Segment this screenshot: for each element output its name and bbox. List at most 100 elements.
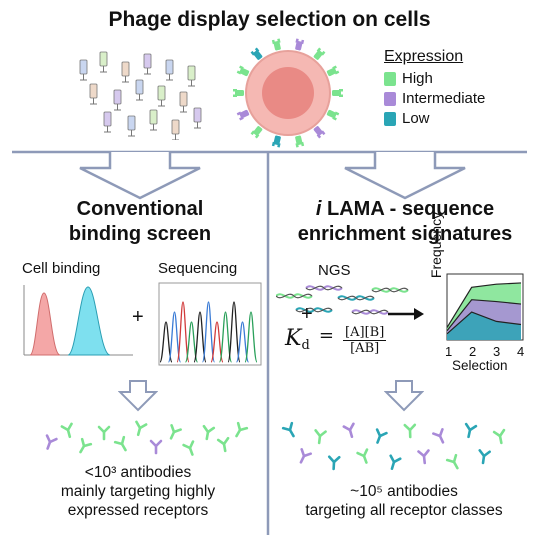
phage-icon	[136, 80, 143, 100]
phage-icon	[114, 90, 121, 110]
receptor-icon	[237, 108, 250, 120]
legend-item-intermediate: Intermediate	[384, 90, 485, 107]
cell-binding-histogram	[18, 283, 136, 363]
left-plus: +	[132, 306, 144, 329]
right-heading: i LAMA - sequence enrichment signatures	[275, 197, 535, 247]
kd-numerator: [A][B]	[343, 325, 386, 341]
left-result-line2: mainly targeting highly	[18, 482, 258, 501]
antibody-icon	[202, 426, 214, 440]
antibody-icon	[329, 457, 340, 470]
antibody-icon	[218, 438, 230, 452]
legend-label-intermediate: Intermediate	[402, 90, 485, 107]
right-result: ~10⁵ antibodies targeting all receptor c…	[272, 482, 536, 520]
antibody-icon	[344, 424, 357, 438]
x-tick-1: 1	[445, 344, 452, 359]
kd-fraction: [A][B] [AB]	[343, 325, 386, 356]
x-tick-3: 3	[493, 344, 500, 359]
left-result: <10³ antibodies mainly targeting highly …	[18, 463, 258, 520]
antibody-icon	[373, 430, 387, 445]
phage-icon	[172, 120, 179, 140]
chart-xlabel: Selection	[452, 358, 508, 373]
receptor-intermediate-icon	[384, 92, 396, 106]
legend-label-high: High	[402, 70, 433, 87]
kd-subscript: d	[301, 338, 309, 353]
kd-formula: Kd = [A][B] [AB]	[285, 325, 386, 356]
phage-icon	[166, 60, 173, 80]
page-title: Phage display selection on cells	[0, 8, 539, 32]
phage-icon	[144, 54, 151, 74]
sequencing-label: Sequencing	[158, 260, 237, 277]
dna-strand-icon	[352, 310, 388, 313]
antibody-icon	[494, 430, 506, 444]
antibodies-left	[40, 418, 260, 458]
antibody-icon	[167, 425, 181, 440]
small-arrow-right-icon	[384, 380, 424, 412]
phage-icon	[122, 62, 129, 82]
receptor-icon	[233, 89, 244, 97]
antibody-icon	[358, 450, 372, 465]
antibody-icon	[296, 449, 310, 464]
phage-icon	[150, 110, 157, 130]
antibody-icon	[464, 424, 476, 438]
right-result-line2: targeting all receptor classes	[272, 501, 536, 520]
legend-heading: Expression	[384, 48, 485, 66]
antibody-icon	[99, 427, 109, 439]
legend-item-high: High	[384, 70, 485, 87]
cell-binding-label: Cell binding	[22, 260, 100, 277]
antibody-icon	[115, 437, 130, 452]
left-result-line1: <10³ antibodies	[18, 463, 258, 482]
frequency-chart	[445, 272, 530, 344]
sequencing-chromatogram	[158, 282, 262, 366]
expression-legend: Expression High Intermediate Low	[384, 48, 485, 127]
kd-equals: =	[319, 325, 334, 346]
antibody-icon	[184, 442, 198, 457]
phage-icon	[90, 84, 97, 104]
kd-denominator: [AB]	[343, 341, 386, 356]
arrow-right-icon	[386, 306, 426, 322]
right-heading-line1: LAMA - sequence	[321, 198, 494, 220]
antibody-icon	[387, 456, 400, 470]
phage-icon	[104, 112, 111, 132]
chart-ylabel: Frequency	[428, 205, 444, 285]
phage-icon	[80, 60, 87, 80]
antibody-icon	[478, 450, 490, 463]
antibody-icon	[232, 423, 247, 438]
dna-strand-icon	[276, 294, 312, 297]
receptor-icon	[332, 89, 343, 97]
phage-icon	[180, 92, 187, 112]
left-heading-line1: Conventional	[20, 197, 260, 222]
arrow-down-left-icon	[80, 152, 200, 198]
legend-item-low: Low	[384, 110, 485, 127]
antibody-icon	[133, 422, 146, 436]
small-arrow-left-icon	[118, 380, 158, 412]
receptor-icon	[272, 38, 282, 51]
receptor-icon	[237, 66, 250, 78]
x-tick-4: 4	[517, 344, 524, 359]
left-heading-line2: binding screen	[20, 222, 260, 247]
right-plus: +	[301, 303, 313, 326]
receptor-icon	[326, 66, 339, 78]
phage-icon	[158, 86, 165, 106]
ngs-label: NGS	[318, 262, 351, 279]
arrow-down-right-icon	[345, 152, 465, 198]
antibody-icon	[62, 424, 75, 438]
receptor-high-icon	[384, 72, 396, 86]
receptor-low-icon	[384, 112, 396, 126]
cell-illustration	[228, 38, 348, 148]
dna-strand-icon	[338, 296, 374, 299]
phage-icon	[194, 108, 201, 128]
antibody-icon	[433, 429, 447, 444]
cell-nucleus	[262, 67, 314, 119]
antibody-icon	[76, 439, 91, 454]
histogram-peak-positive	[68, 287, 110, 355]
dna-strand-icon	[372, 288, 408, 291]
x-tick-2: 2	[469, 344, 476, 359]
right-heading-line2: enrichment signatures	[275, 222, 535, 247]
antibody-icon	[447, 455, 462, 470]
antibodies-right	[280, 418, 530, 478]
antibody-icon	[283, 423, 298, 438]
phage-cluster	[70, 40, 210, 140]
histogram-peak-negative	[30, 293, 60, 355]
right-result-line1: ~10⁵ antibodies	[272, 482, 536, 501]
left-result-line3: expressed receptors	[18, 501, 258, 520]
